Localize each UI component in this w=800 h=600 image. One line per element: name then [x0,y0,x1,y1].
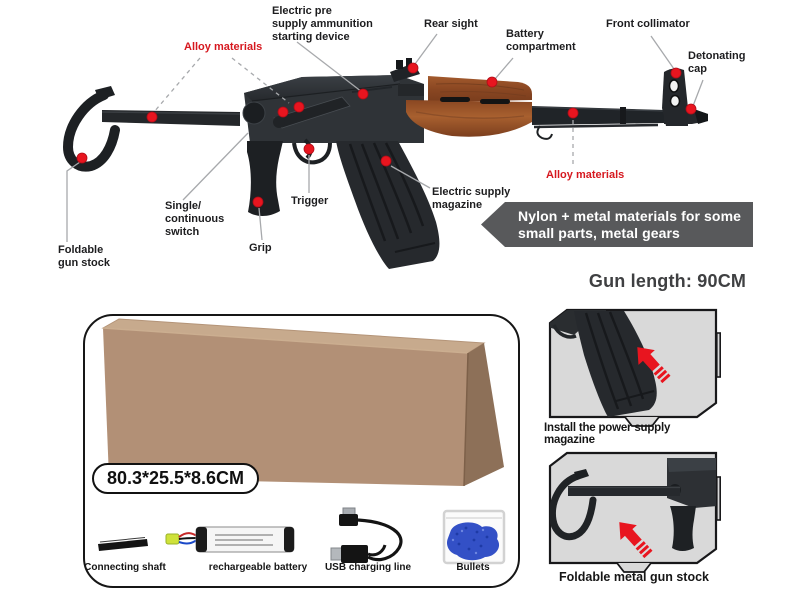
gun-stock [62,86,241,172]
callout-label-foldable-gun-stock: Foldable gun stock [58,244,110,269]
detail-panel-stock [548,451,722,573]
gun-length-heading: Gun length: 90CM [588,271,747,291]
box-dimensions-badge: 80.3*25.5*8.6CM [92,463,259,494]
panel-magazine-drawing [550,310,657,417]
materials-banner: Nylon + metal materials for some small p… [481,202,753,247]
callout-label-electric-supply-magazine: Electric supply magazine [432,186,511,211]
callout-label-battery-compartment: Battery compartment [506,28,576,53]
callout-label-electric-pre-supply: Electric pre supply ammunition starting … [272,5,373,43]
callout-label-trigger: Trigger [291,195,329,207]
panel-caption-install-magazine: Install the power supply magazine [544,422,671,446]
install-arrow-icon [637,347,671,384]
callout-label-alloy-materials-mid: Alloy materials [546,169,625,181]
materials-banner-text: Nylon + metal materials for some small p… [518,208,742,241]
cardboard-box-image [101,318,504,487]
bullets-image [442,509,506,565]
callout-label-grip: Grip [249,242,272,254]
callout-dots [76,62,697,208]
leader-lines [66,33,704,242]
callout-label-single-continuous-switch: Single/ continuous switch [165,200,225,238]
gun-illustration [62,33,708,269]
connecting-shaft-image [98,537,148,551]
callout-label-alloy-materials-top: Alloy materials [184,41,263,53]
panel-caption-foldable-stock: Foldable metal gun stock [558,570,710,584]
gun-magazine [336,141,440,269]
accessory-label-rechargeable-battery: rechargeable battery [208,562,308,573]
fold-arrow-icon [619,522,653,559]
gun-barrel [531,68,708,140]
panel-stock-drawing [550,458,716,551]
rechargeable-battery-image [165,526,295,553]
callout-label-front-collimator: Front collimator [606,18,690,30]
package-box-panel [83,314,520,588]
gun-wood-handguard [406,76,532,137]
usb-charging-line-image [330,507,403,563]
accessory-label-connecting-shaft: Connecting shaft [84,562,166,573]
callout-label-detonating-cap: Detonating cap [688,50,746,75]
package-contents-illustration [98,318,506,565]
accessory-label-bullets: Bullets [456,562,490,573]
gun-grip [247,141,283,216]
callout-label-rear-sight: Rear sight [424,18,478,30]
gun-receiver [242,58,424,165]
detail-panel-magazine [548,308,722,427]
accessory-label-usb-charging-line: USB charging line [324,562,412,573]
